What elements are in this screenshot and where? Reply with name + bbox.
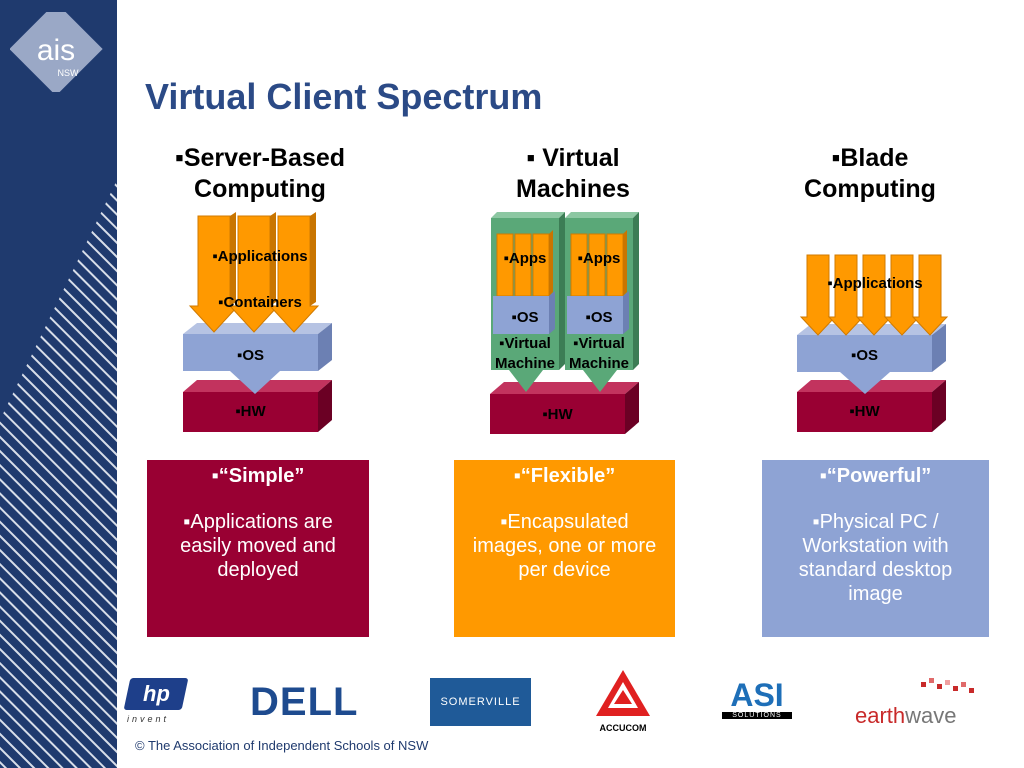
label-applications: ▪Applications <box>212 248 308 265</box>
os-block <box>797 335 932 372</box>
ais-logo: ais NSW <box>10 12 105 92</box>
apps-arrows-right <box>567 230 629 334</box>
accucom-logo: ACCUCOM <box>590 668 656 736</box>
label-hw: ▪HW <box>849 403 880 420</box>
box-heading: ▪“Flexible” <box>513 465 616 487</box>
hp-logo-sub: invent <box>127 714 170 724</box>
hw-block <box>490 394 625 434</box>
label-virtual-right: ▪Virtual <box>573 335 625 352</box>
heading-line-2: Machines <box>516 175 630 203</box>
label-os-right: ▪OS <box>585 309 613 326</box>
label-apps-left: ▪Apps <box>503 250 547 267</box>
earthwave-logo-mark <box>921 678 974 693</box>
hw-block <box>183 392 318 432</box>
column-heading-virtual-machines: ▪ Virtual Machines <box>478 143 668 205</box>
diagram-server-based: ▪Applications ▪Containers ▪OS ▪HW <box>180 210 340 435</box>
column-heading-server-based: ▪Server-Based Computing <box>155 143 365 205</box>
box-body: ▪Encapsulated images, one or more per de… <box>472 511 657 581</box>
diagram-blade-computing: ▪Applications ▪OS ▪HW <box>795 245 955 435</box>
box-powerful: ▪“Powerful” ▪Physical PC / Workstation w… <box>762 460 989 637</box>
earthwave-logo-text-1: earth <box>855 703 906 728</box>
os-block <box>183 334 318 371</box>
box-heading: ▪“Simple” <box>211 465 305 487</box>
label-machine-right: Machine <box>568 355 629 372</box>
box-heading: ▪“Powerful” <box>819 465 932 487</box>
label-machine-left: Machine <box>494 355 555 372</box>
somerville-logo-text: SOMERVILLE <box>440 696 521 708</box>
dell-logo-text: DELL <box>250 680 359 724</box>
hp-logo-text: hp <box>142 681 170 706</box>
accucom-logo-text: ACCUCOM <box>599 723 647 733</box>
asi-logo: ASI SOLUTIONS <box>722 678 792 726</box>
sidebar: ais NSW <box>0 0 117 768</box>
box-simple: ▪“Simple” ▪Applications are easily moved… <box>147 460 369 637</box>
asi-logo-sub: SOLUTIONS <box>722 712 792 719</box>
heading-line-1: ▪ Virtual <box>526 144 620 172</box>
label-containers: ▪Containers <box>218 294 302 311</box>
heading-line-1: ▪Server-Based <box>174 144 346 172</box>
box-body: ▪Physical PC / Workstation with standard… <box>798 511 953 605</box>
asi-logo-text: ASI <box>730 677 784 713</box>
logo-main: ais <box>37 34 75 67</box>
earthwave-logo-text-2: wave <box>905 703 957 728</box>
earthwave-logo: earthwave <box>855 678 985 728</box>
sidebar-stripes <box>0 180 117 768</box>
column-heading-blade-computing: ▪Blade Computing <box>780 143 960 205</box>
box-body: ▪Applications are easily moved and deplo… <box>180 511 336 581</box>
slide-title: Virtual Client Spectrum <box>145 76 543 117</box>
diagram-virtual-machines: ▪Apps ▪Apps ▪OS ▪OS ▪Virtual ▪Virtual Ma… <box>485 210 645 440</box>
label-hw: ▪HW <box>235 403 266 420</box>
logo-sub: NSW <box>58 68 80 78</box>
label-os: ▪OS <box>237 347 264 364</box>
hp-logo: hp invent <box>123 678 192 726</box>
heading-line-2: Computing <box>804 175 936 203</box>
label-apps-right: ▪Apps <box>577 250 621 267</box>
app-arrows <box>188 212 320 333</box>
label-virtual-left: ▪Virtual <box>499 335 551 352</box>
label-os-left: ▪OS <box>511 309 539 326</box>
label-os: ▪OS <box>851 347 878 364</box>
dell-logo: DELL <box>250 680 375 725</box>
app-arrows <box>799 254 949 336</box>
apps-arrows-left <box>493 230 555 334</box>
heading-line-2: Computing <box>194 175 326 203</box>
hw-block <box>797 392 932 432</box>
heading-line-1: ▪Blade <box>831 144 909 172</box>
label-applications: ▪Applications <box>827 275 923 292</box>
label-hw: ▪HW <box>542 406 573 423</box>
box-flexible: ▪“Flexible” ▪Encapsulated images, one or… <box>454 460 675 637</box>
footer-copyright: © The Association of Independent Schools… <box>135 738 429 753</box>
somerville-logo: SOMERVILLE <box>430 678 531 726</box>
